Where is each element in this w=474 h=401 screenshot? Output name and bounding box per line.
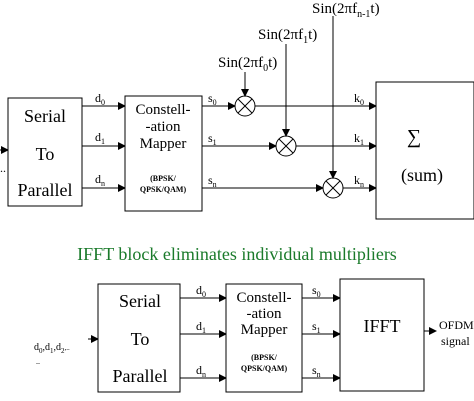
top-serial-to-parallel-box [7, 97, 83, 207]
top-mapper-line5: QPSK/QAM) [140, 185, 187, 194]
top-mapper-line2: -ation [146, 119, 181, 135]
bottom-mapper-line5: QPSK/QAM) [241, 364, 288, 373]
bottom-dn-label: dn [196, 363, 206, 379]
bottom-serial-label: Serial [119, 291, 161, 311]
top-sin0-label: Sin(2πf0t) [218, 55, 277, 74]
top-k1-label: k1 [354, 131, 364, 147]
bottom-ifft-box [339, 278, 425, 392]
top-kn-label: kn [354, 173, 364, 189]
bottom-mapper-box [225, 283, 303, 393]
top-input-dots: .. [0, 161, 6, 175]
top-d1-label: d1 [95, 130, 105, 146]
top-mapper-line3: Mapper [140, 136, 187, 152]
top-d0-label: d0 [95, 91, 105, 107]
top-multiplier-n [322, 177, 344, 199]
bottom-to-label: To [131, 329, 150, 349]
caption-text: IFFT block eliminates individual multipl… [77, 244, 397, 264]
bottom-d1-label: d1 [196, 319, 206, 335]
bottom-input-dots: .. [36, 357, 40, 366]
bottom-mapper-line4: (BPSK/ [251, 353, 278, 362]
top-dn-label: dn [95, 172, 105, 188]
top-multiplier-1 [275, 135, 297, 157]
bottom-s0-label: s0 [312, 283, 321, 299]
bottom-parallel-label: Parallel [113, 366, 168, 386]
bottom-mapper-line1: Constell- [237, 290, 292, 306]
bottom-input-label: d0,d1,d2,.. [34, 342, 70, 355]
top-sin1-label: Sin(2πf1t) [258, 27, 317, 46]
top-sn-label: sn [208, 173, 217, 189]
bottom-s1-label: s1 [312, 319, 321, 335]
top-serial-label: Serial [24, 106, 66, 126]
bottom-mapper-line2: -ation [247, 306, 282, 322]
top-mapper-line1: Constell- [136, 102, 191, 118]
bottom-sn-label: sn [312, 363, 321, 379]
top-sum-label: (sum) [401, 165, 443, 186]
bottom-serial-to-parallel-box [97, 283, 181, 393]
top-k0-label: k0 [354, 91, 364, 107]
top-sinn-label: Sin(2πfn-1t) [312, 1, 380, 20]
top-diagram: .. Serial To Parallel d0 d1 dn Constell-… [0, 1, 474, 220]
top-s0-label: s0 [208, 91, 217, 107]
top-mapper-box [124, 95, 203, 212]
top-multiplier-0 [234, 95, 256, 117]
bottom-output-line1: OFDM [439, 318, 474, 332]
top-parallel-label: Parallel [18, 180, 73, 200]
top-s1-label: s1 [208, 131, 217, 147]
top-sum-box [375, 81, 474, 220]
bottom-output-line2: signal [441, 334, 470, 348]
bottom-ifft-label: IFFT [363, 316, 400, 336]
bottom-diagram: d0,d1,d2,.. .. Serial To Parallel d0 d1 … [34, 278, 474, 393]
top-mapper-line4: (BPSK/ [150, 174, 177, 183]
bottom-d0-label: d0 [196, 283, 206, 299]
top-to-label: To [36, 144, 55, 164]
bottom-mapper-line3: Mapper [241, 322, 288, 338]
top-sum-symbol: ∑ [407, 126, 421, 148]
